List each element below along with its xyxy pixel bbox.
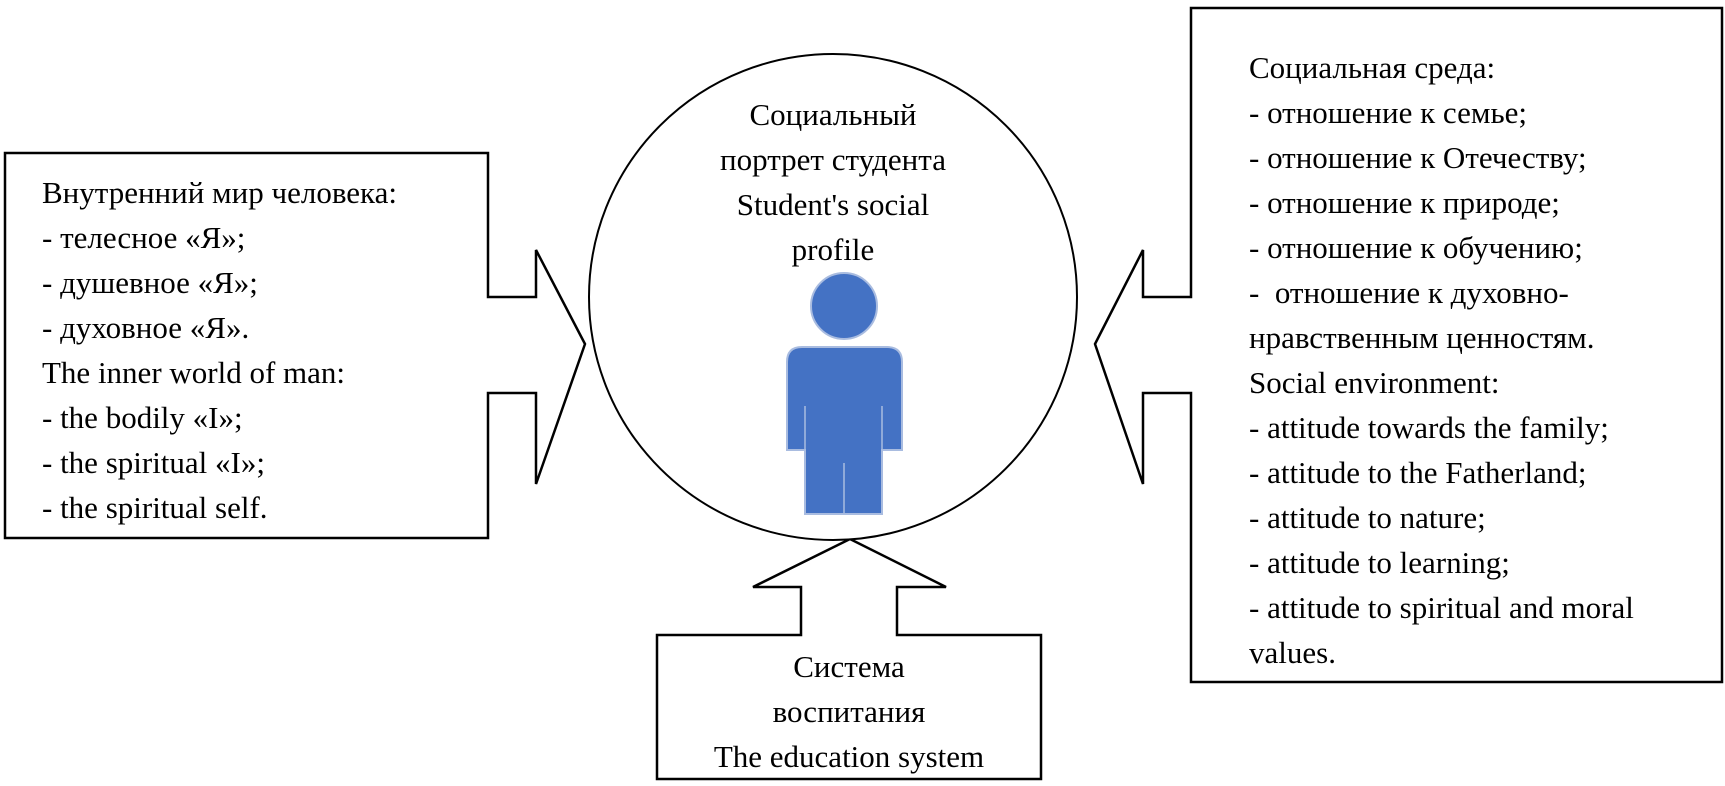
inner-world-item: - телесное «Я»;	[42, 220, 246, 255]
social-env-item: - attitude to nature;	[1249, 500, 1486, 535]
education-system-line: The education system	[713, 739, 985, 774]
center-title: Социальный портрет студента Student's so…	[683, 92, 983, 272]
inner-world-heading-ru: Внутренний мир человека:	[42, 175, 398, 210]
person-body	[786, 346, 903, 515]
social-env-item: - отношение к семье;	[1249, 95, 1527, 130]
social-env-item: нравственным ценностям.	[1249, 320, 1595, 355]
inner-world-text: Внутренний мир человека: - телесное «Я»;…	[42, 170, 397, 530]
inner-world-item: - духовное «Я».	[42, 310, 250, 345]
inner-world-item: - the spiritual self.	[42, 490, 268, 525]
person-head	[810, 272, 878, 340]
education-system-line: Система	[793, 649, 905, 684]
education-system-line: воспитания	[772, 694, 926, 729]
inner-world-heading-en: The inner world of man:	[42, 355, 346, 390]
social-env-heading-ru: Социальная среда:	[1249, 50, 1496, 85]
social-environment-text: Социальная среда: - отношение к семье; -…	[1249, 45, 1634, 675]
inner-world-item: - душевное «Я»;	[42, 265, 258, 300]
center-title-line: Student's social	[736, 187, 930, 222]
social-env-item: values.	[1249, 635, 1336, 670]
bottom-callout-box	[655, 537, 1043, 781]
social-env-item: - отношение к духовно-	[1249, 275, 1569, 310]
inner-world-item: - the bodily «I»;	[42, 400, 243, 435]
person-icon	[786, 272, 903, 515]
right-callout-box	[1093, 6, 1724, 684]
social-env-item: - отношение к обучению;	[1249, 230, 1583, 265]
center-title-line: Социальный	[749, 97, 917, 132]
social-env-item: - attitude towards the family;	[1249, 410, 1609, 445]
left-callout-box	[3, 151, 587, 540]
education-system-text: Система воспитания The education system	[657, 644, 1041, 779]
social-env-item: - attitude to spiritual and moral	[1249, 590, 1634, 625]
social-env-item: - отношение к природе;	[1249, 185, 1560, 220]
social-env-item: - отношение к Отечеству;	[1249, 140, 1587, 175]
social-env-item: - attitude to learning;	[1249, 545, 1510, 580]
social-env-heading-en: Social environment:	[1249, 365, 1500, 400]
center-title-line: profile	[791, 232, 875, 267]
center-title-line: портрет студента	[720, 142, 946, 177]
inner-world-item: - the spiritual «I»;	[42, 445, 265, 480]
social-env-item: - attitude to the Fatherland;	[1249, 455, 1587, 490]
